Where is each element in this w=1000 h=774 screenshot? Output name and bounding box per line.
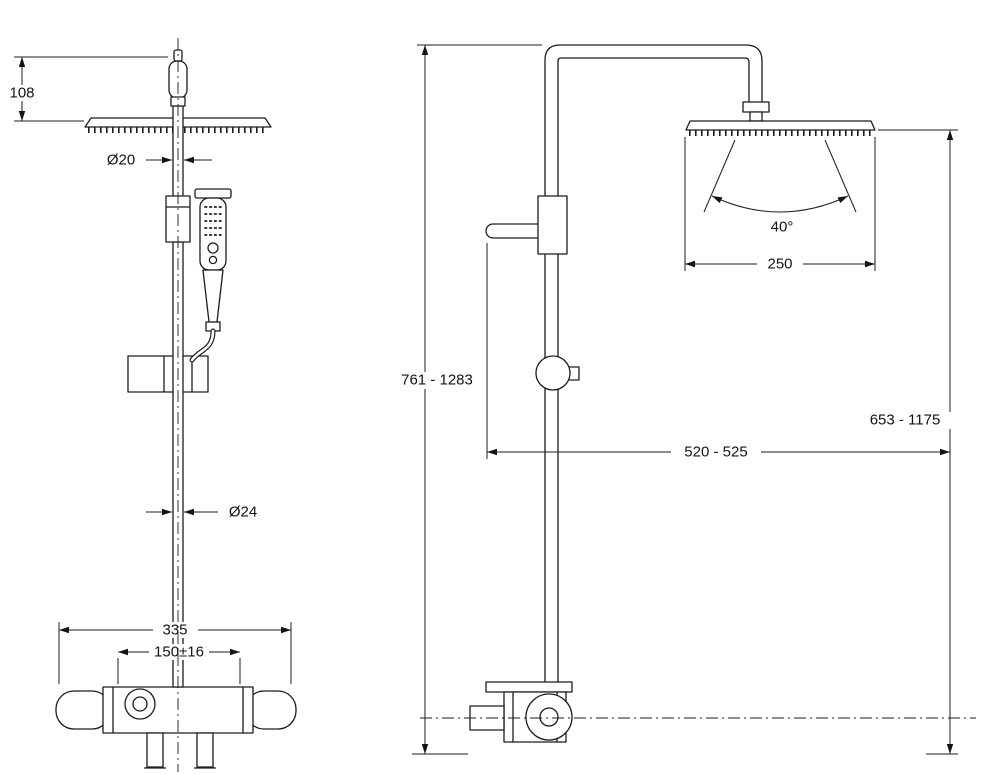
overall-height-label: 761 - 1283 <box>401 372 473 389</box>
head-width-label: 250 <box>767 256 792 273</box>
dim-inlet-centers: 150±16 <box>117 644 241 684</box>
side-view: 40° 761 - 1283 <box>391 44 976 755</box>
riser-pipe-side <box>544 44 763 682</box>
mixer-width-label: 335 <box>162 622 187 639</box>
lower-pipe-diameter-label: Ø24 <box>229 504 257 521</box>
dim-reach: 520 - 525 <box>486 243 950 461</box>
dim-mixer-width: 335 <box>58 622 292 684</box>
inlet-stub-left <box>146 732 164 768</box>
upper-pipe-diameter-label: Ø20 <box>107 152 135 169</box>
dim-head-width: 250 <box>684 137 876 273</box>
head-height-label: 108 <box>9 85 34 102</box>
front-view: 108 Ø20 Ø24 335 150±16 <box>4 38 297 772</box>
overhead-shower-side <box>685 101 876 136</box>
thermostatic-mixer-front <box>55 686 297 769</box>
spray-cone: 40° <box>703 139 857 236</box>
diverter-handle <box>485 195 568 255</box>
temperature-knob-side <box>535 355 580 391</box>
dim-head-height: 108 <box>4 56 168 122</box>
mixer-side <box>469 681 573 743</box>
inlet-stub-right <box>196 732 214 768</box>
head-flange <box>742 101 770 113</box>
reach-label: 520 - 525 <box>684 444 747 461</box>
slider-bracket <box>127 355 209 393</box>
left-handle <box>55 690 111 730</box>
dim-head-to-outlet-height: 653 - 1175 <box>859 129 958 755</box>
hand-shower <box>189 188 232 363</box>
mixer-handle-side <box>525 693 573 741</box>
inlet-centers-label: 150±16 <box>154 644 204 661</box>
head-to-outlet-height-label: 653 - 1175 <box>870 412 941 429</box>
dim-upper-pipe-diameter: Ø20 <box>107 152 212 169</box>
spray-angle-label: 40° <box>771 219 794 236</box>
mixer-shelf <box>485 681 573 693</box>
dim-overall-height: 761 - 1283 <box>391 44 542 755</box>
temperature-dial <box>124 688 156 720</box>
dim-lower-pipe-diameter: Ø24 <box>146 504 257 521</box>
